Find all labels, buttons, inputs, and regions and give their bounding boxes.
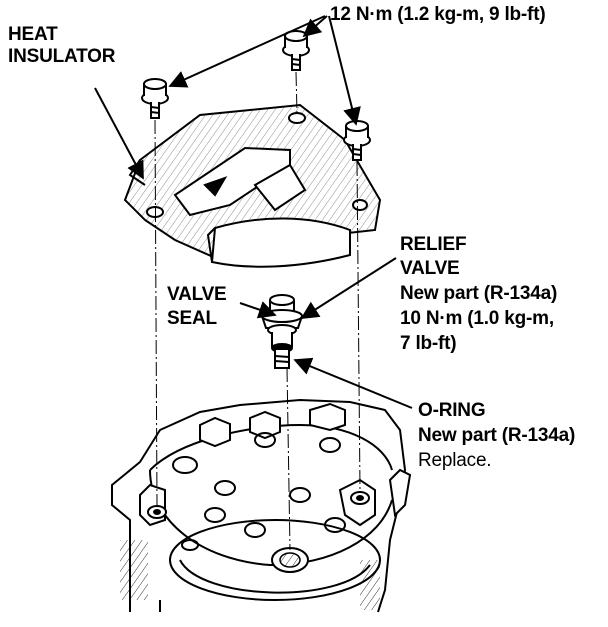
compressor-bolt-hole-left [147, 505, 167, 519]
insulator-hole-top [288, 112, 306, 124]
valve-seal-label-line1: VALVE [167, 284, 227, 305]
relief-valve-icon [260, 294, 304, 369]
heat-insulator-label-line1: HEAT [8, 24, 58, 45]
torque-label-top: 12 N·m (1.2 kg-m, 9 lb-ft) [330, 4, 546, 25]
relief-valve-label-line4: 10 N·m (1.0 kg-m, [400, 308, 554, 329]
relief-valve-port [271, 547, 309, 573]
heat-insulator-plate [123, 103, 382, 268]
heat-insulator-label-line2: INSULATOR [8, 46, 116, 67]
alignment-lines [154, 71, 361, 551]
o-ring-label-line2: New part (R-134a) [418, 425, 576, 446]
valve-seal-label-line2: SEAL [167, 308, 217, 329]
flange-bolt-icon [282, 30, 310, 71]
relief-valve-label-line2: VALVE [400, 258, 460, 279]
relief-valve-label-line5: 7 lb-ft) [400, 333, 457, 354]
relief-valve-label-line1: RELIEF [400, 234, 467, 255]
relief-valve-label-line3: New part (R-134a) [400, 283, 558, 304]
flange-bolt-icon [141, 78, 169, 119]
insulator-hole-right [352, 199, 368, 211]
compressor-bolt-hole-right [350, 491, 370, 505]
o-ring-label-line3: Replace. [418, 450, 492, 471]
o-ring-label-line1: O-RING [418, 400, 486, 421]
leader-arrows [94, 15, 413, 409]
